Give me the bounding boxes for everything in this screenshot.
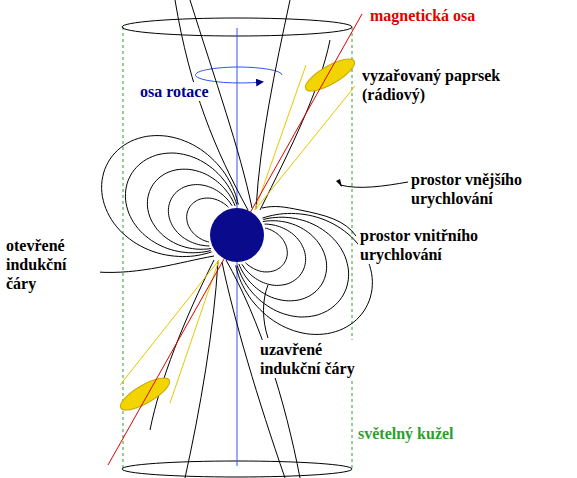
magnetic-axis-label: magnetická osa [368, 6, 477, 25]
neutron-star [210, 208, 264, 262]
leader-arrowhead [336, 179, 342, 187]
radio-beam [301, 53, 358, 97]
light-cylinder-label: světelný kužel [356, 424, 456, 443]
open-lines-label: otevřené indukční čáry [4, 236, 100, 294]
closed-lines-label: uzavřené indukční čáry [258, 340, 357, 378]
rotation-arrow [195, 67, 262, 83]
field-lines [102, 0, 373, 478]
outer-gap-label: prostor vnějšího urychlování [409, 170, 573, 208]
beam-label: vyzařovaný paprsek (rádiový) [360, 66, 514, 104]
rotation-axis-label: osa rotace [138, 82, 211, 101]
inner-gap-label: prostor vnitřního urychlování [358, 226, 537, 264]
magnetic-axis [108, 14, 362, 465]
radio-beam [116, 372, 173, 416]
